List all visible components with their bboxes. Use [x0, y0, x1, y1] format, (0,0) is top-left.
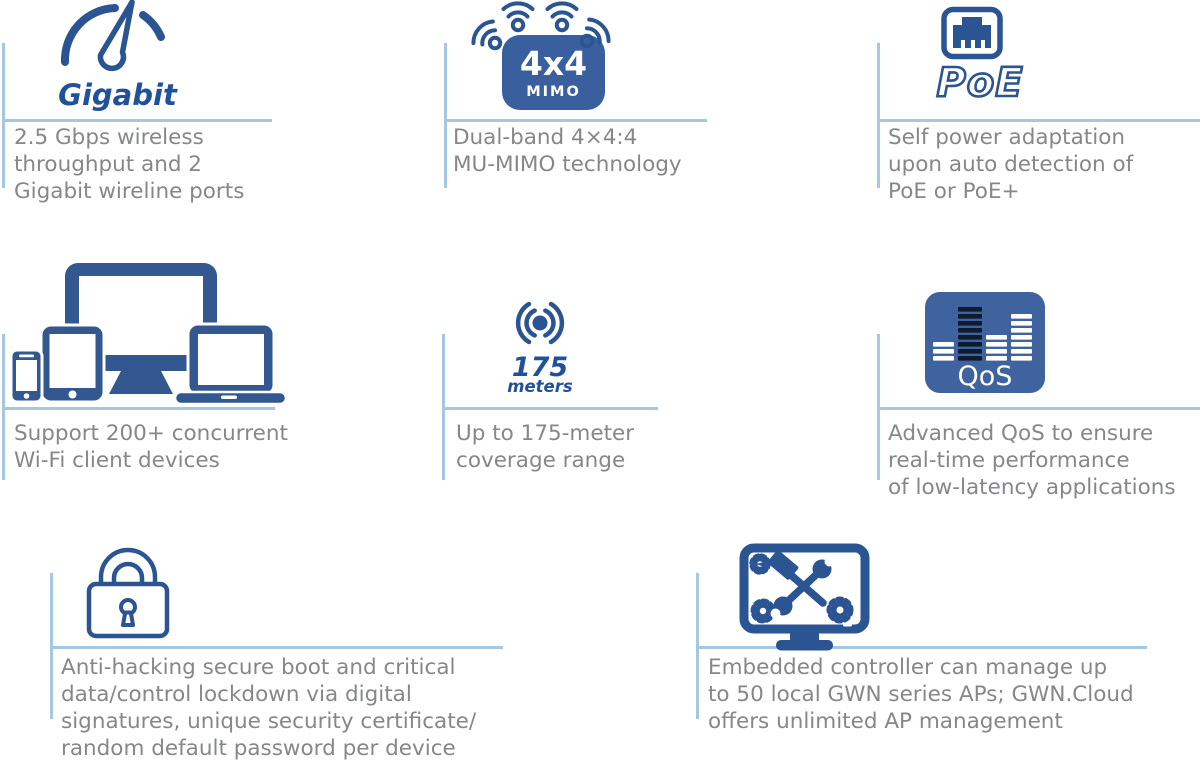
feature-description: Up to 175-meter coverage range: [456, 421, 635, 473]
poe-label: PoE: [935, 60, 1024, 106]
qos-label: QoS: [957, 361, 1013, 392]
equalizer-bars-icon: [933, 307, 1032, 361]
divider-horizontal: [2, 407, 275, 410]
coverage-value-label: 175: [511, 352, 569, 383]
qos-equalizer-icon: QoS: [925, 292, 1045, 393]
mimo-badge-mimo: MIMO: [526, 83, 581, 100]
divider-horizontal: [2, 119, 272, 122]
signal-icon: 175 meters: [490, 294, 590, 399]
gear-icon: [750, 598, 776, 624]
feature-description: Anti-hacking secure boot and critical da…: [61, 655, 477, 761]
divider-vertical: [444, 43, 447, 188]
rj45-connector-icon: [941, 6, 1003, 60]
mimo-badge: 4x4 MIMO: [502, 35, 605, 110]
padlock-icon: [86, 547, 170, 639]
client-devices-icon: [9, 263, 286, 404]
feature-description: 2.5 Gbps wireless throughput and 2 Gigab…: [14, 125, 245, 204]
wrench-icon: [770, 556, 835, 619]
radio-waves-icon: [515, 301, 565, 345]
coverage-unit-label: meters: [507, 377, 573, 396]
feature-description: Support 200+ concurrent Wi-Fi client dev…: [14, 421, 288, 473]
gear-icon: [826, 596, 854, 624]
gigabit-label: Gigabit: [58, 78, 177, 112]
speedometer-icon: [60, 0, 165, 72]
wifi-mimo-icon: 4x4 MIMO: [455, 0, 635, 115]
divider-horizontal: [877, 119, 1200, 122]
divider-horizontal: [877, 407, 1200, 410]
divider-horizontal: [50, 646, 503, 649]
wifi-waves-icon: [467, 1, 615, 60]
feature-description: Dual-band 4×4:4 MU-MIMO technology: [453, 125, 682, 177]
mimo-badge-4x4: 4x4: [519, 43, 588, 83]
divider-vertical: [2, 43, 5, 188]
monitor-tools-icon: [739, 543, 870, 651]
feature-description: Embedded controller can manage up to 50 …: [708, 655, 1134, 734]
divider-horizontal: [444, 119, 707, 122]
divider-horizontal: [442, 407, 658, 410]
feature-description: Advanced QoS to ensure real-time perform…: [888, 421, 1176, 500]
feature-description: Self power adaptation upon auto detectio…: [888, 125, 1134, 204]
ethernet-port-icon: PoE: [925, 5, 1035, 110]
divider-horizontal: [696, 646, 1147, 649]
divider-vertical: [877, 43, 880, 188]
